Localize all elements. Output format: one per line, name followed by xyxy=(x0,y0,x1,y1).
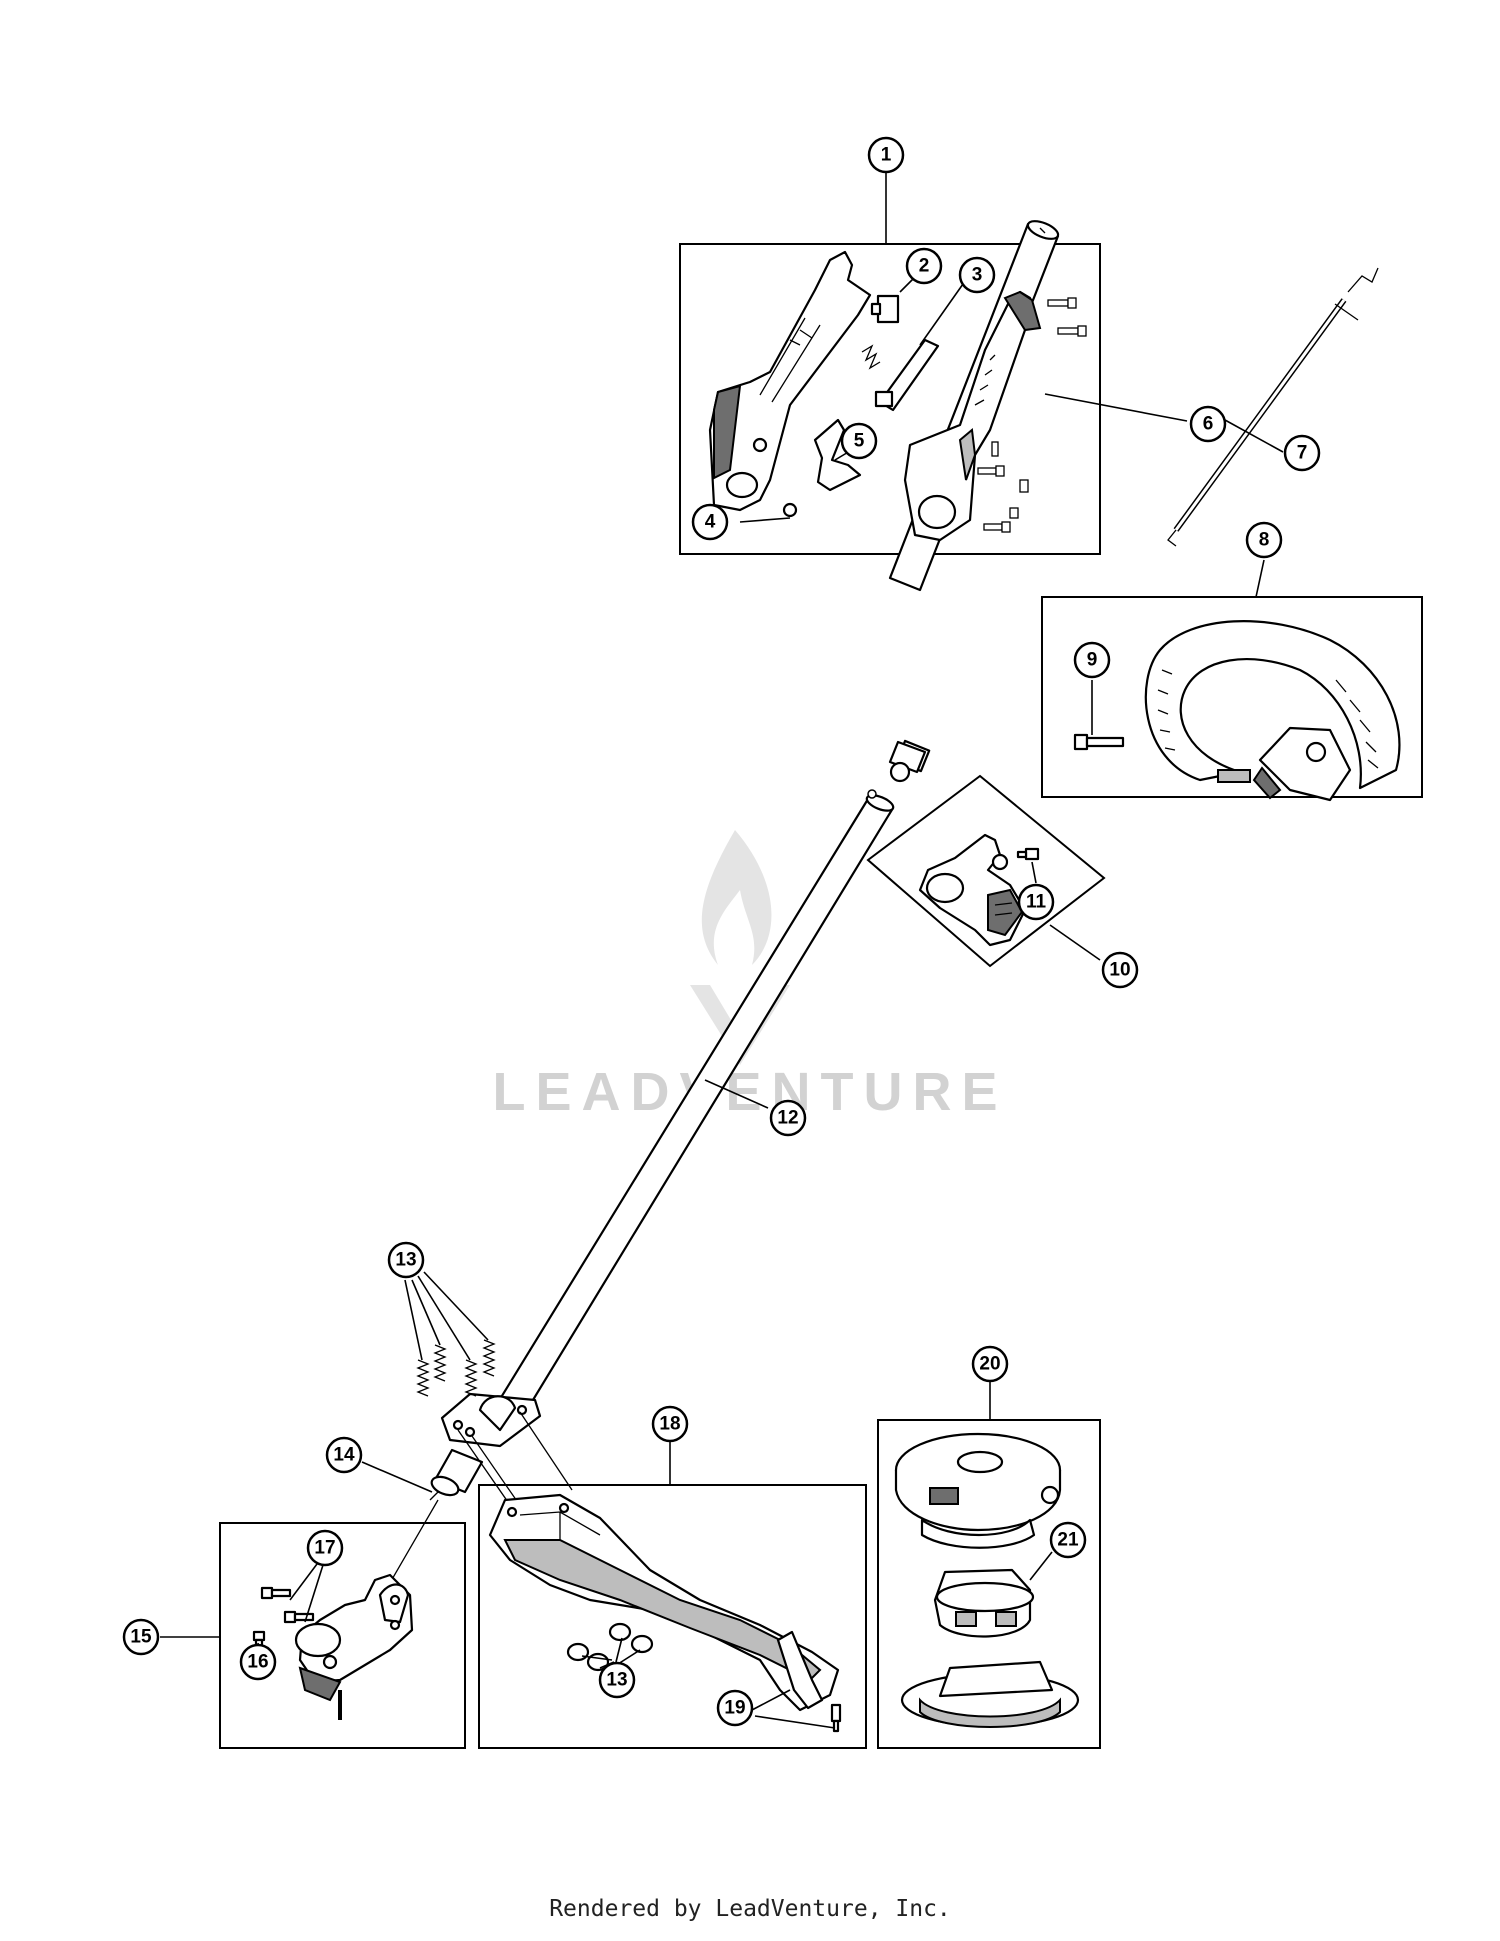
handle-screws xyxy=(977,297,1087,533)
callout-12: 12 xyxy=(769,1099,807,1137)
box-trimmer-head xyxy=(877,1419,1101,1749)
callout-label: 17 xyxy=(314,1538,335,1559)
callout-label: 11 xyxy=(1026,892,1047,913)
callout-label: 5 xyxy=(854,431,865,452)
callout-6: 6 xyxy=(1189,405,1227,443)
callout-14: 14 xyxy=(325,1436,363,1474)
callout-label: 14 xyxy=(333,1445,355,1466)
callout-label: 9 xyxy=(1087,650,1098,671)
callout-16: 16 xyxy=(239,1643,277,1681)
callout-label: 13 xyxy=(395,1250,416,1271)
handle-pin xyxy=(782,502,798,518)
callout-11: 11 xyxy=(1017,883,1055,921)
handle-housing-left xyxy=(708,250,872,512)
guard xyxy=(488,1493,840,1712)
gearbox xyxy=(294,1573,414,1720)
callout-17: 17 xyxy=(306,1529,344,1567)
callout-18: 18 xyxy=(651,1405,689,1443)
handle-trigger xyxy=(813,418,862,492)
box-guard xyxy=(478,1484,867,1749)
callout-label: 1 xyxy=(881,145,892,166)
callout-20: 20 xyxy=(971,1345,1009,1383)
handle-bracket-screw xyxy=(1016,847,1040,861)
assist-handle-bolt xyxy=(1073,733,1125,751)
callout-9: 9 xyxy=(1073,641,1111,679)
callout-10: 10 xyxy=(1101,951,1139,989)
throttle-cable xyxy=(1167,267,1379,547)
trimmer-head-base xyxy=(900,1660,1080,1728)
callout-label: 15 xyxy=(130,1627,152,1648)
handle-spring xyxy=(861,344,881,370)
box-assist-handle xyxy=(1041,596,1423,798)
callout-15: 15 xyxy=(122,1618,160,1656)
watermark-flame-icon xyxy=(701,830,772,965)
handle-bracket xyxy=(918,833,1027,947)
callout-label: 6 xyxy=(1203,414,1214,435)
box-handle-bracket xyxy=(866,774,1106,968)
callout-21: 21 xyxy=(1049,1521,1087,1559)
callout-1: 1 xyxy=(867,136,905,174)
callout-label: 13 xyxy=(606,1670,627,1691)
callout-3: 3 xyxy=(958,256,996,294)
line-cut-blade xyxy=(776,1630,842,1733)
callout-4: 4 xyxy=(691,503,729,541)
leader-lines xyxy=(160,173,1284,1729)
shaft-clamp xyxy=(440,1392,542,1448)
callout-label: 18 xyxy=(659,1414,680,1435)
callout-13-springs: 13 xyxy=(387,1241,425,1279)
box-gearbox xyxy=(219,1522,466,1749)
callout-label: 20 xyxy=(979,1354,1000,1375)
footer-credit: Rendered by LeadVenture, Inc. xyxy=(549,1896,951,1922)
callout-2: 2 xyxy=(905,247,943,285)
spool-cover xyxy=(933,1568,1035,1638)
watermark-text: LEADVENTURE xyxy=(492,1062,1007,1122)
handle-lockout-bar xyxy=(874,338,940,412)
callout-13-nuts: 13 xyxy=(598,1661,636,1699)
callout-label: 8 xyxy=(1259,530,1270,551)
handle-switch xyxy=(870,294,900,324)
callout-label: 4 xyxy=(705,512,716,533)
callout-label: 2 xyxy=(919,256,930,277)
lower-shaft xyxy=(429,789,895,1501)
callout-label: 7 xyxy=(1297,443,1308,464)
box-handle-assembly xyxy=(679,243,1101,555)
watermark: LEADVENTURE xyxy=(492,830,1007,1122)
callout-8: 8 xyxy=(1245,521,1283,559)
callout-label: 21 xyxy=(1057,1530,1079,1551)
assist-handle xyxy=(1144,620,1401,802)
callout-label: 16 xyxy=(247,1652,268,1673)
clamp-springs xyxy=(416,1339,496,1397)
callout-label: 3 xyxy=(972,265,983,286)
trimmer-head xyxy=(894,1432,1062,1549)
callout-label: 12 xyxy=(777,1108,798,1129)
handle-housing-right xyxy=(903,290,1042,542)
callout-label: 19 xyxy=(724,1698,745,1719)
callout-7: 7 xyxy=(1283,434,1321,472)
callout-19: 19 xyxy=(716,1689,754,1727)
callout-label: 10 xyxy=(1109,960,1130,981)
callout-5: 5 xyxy=(840,422,878,460)
